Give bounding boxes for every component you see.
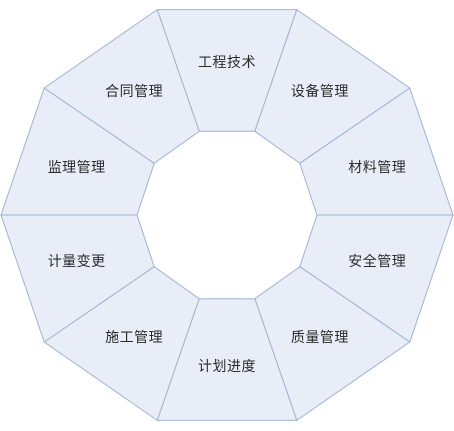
segment-label-safety-management: 安全管理 bbox=[348, 254, 407, 270]
ring-segment-9 bbox=[43, 8, 200, 164]
segment-label-material-management: 材料管理 bbox=[348, 160, 407, 176]
segment-label-measurement-change: 计量变更 bbox=[47, 254, 106, 270]
segment-label-supervision-management: 监理管理 bbox=[47, 160, 106, 176]
segment-label-schedule-progress: 计划进度 bbox=[198, 359, 256, 375]
segment-label-construction-management: 施工管理 bbox=[105, 330, 164, 346]
segment-label-contract-management: 合同管理 bbox=[105, 84, 164, 100]
segment-label-engineering-tech: 工程技术 bbox=[198, 55, 256, 71]
segment-label-quality-management: 质量管理 bbox=[290, 330, 349, 346]
segment-label-equipment-management: 设备管理 bbox=[290, 84, 349, 100]
